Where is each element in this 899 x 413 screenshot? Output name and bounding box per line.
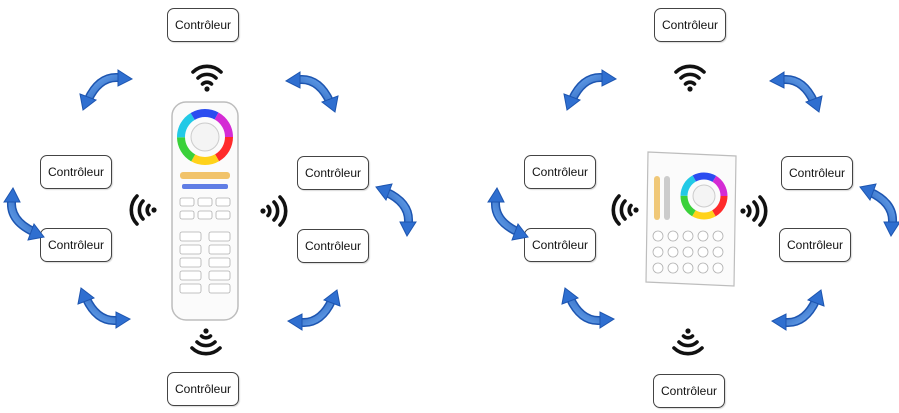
controller-box-top: Contrôleur	[654, 8, 726, 42]
curved-double-arrow-icon	[4, 186, 46, 240]
rgb-color-wheel-icon	[680, 172, 728, 220]
curved-double-arrow-icon	[286, 288, 340, 330]
controller-box-bottom: Contrôleur	[653, 374, 725, 408]
controller-box-top: Contrôleur	[167, 8, 239, 42]
controller-box-right-upper: Contrôleur	[297, 156, 369, 190]
diagram-wall-panel: Contrôleur Contrôleur Contrôleur Contrôl…	[450, 0, 899, 413]
rgb-color-wheel-icon	[177, 109, 233, 165]
wifi-signal-icon	[190, 326, 222, 356]
curved-double-arrow-icon	[562, 286, 616, 328]
controller-box-right-lower: Contrôleur	[297, 229, 369, 263]
controller-box-left-upper: Contrôleur	[524, 155, 596, 189]
wall-panel-device	[645, 151, 737, 287]
curved-double-arrow-icon	[564, 70, 618, 112]
wifi-signal-icon	[611, 194, 641, 226]
controller-box-bottom: Contrôleur	[167, 372, 239, 406]
wifi-signal-icon	[738, 195, 768, 227]
controller-box-left-lower: Contrôleur	[40, 228, 112, 262]
wifi-signal-icon	[672, 326, 704, 356]
handheld-remote-device	[171, 101, 239, 321]
curved-double-arrow-icon	[374, 184, 416, 238]
curved-double-arrow-icon	[858, 184, 899, 238]
diagram-handheld-remote: Contrôleur Contrôleur Contrôleur Contrôl…	[0, 8, 450, 406]
curved-double-arrow-icon	[488, 186, 530, 240]
controller-box-right-upper: Contrôleur	[781, 156, 853, 190]
wifi-signal-icon	[129, 194, 159, 226]
wifi-signal-icon	[258, 195, 288, 227]
wifi-signal-icon	[191, 64, 223, 94]
controller-box-left-lower: Contrôleur	[524, 228, 596, 262]
curved-double-arrow-icon	[284, 72, 338, 114]
curved-double-arrow-icon	[768, 72, 822, 114]
curved-double-arrow-icon	[770, 288, 824, 330]
curved-double-arrow-icon	[78, 286, 132, 328]
controller-box-right-lower: Contrôleur	[779, 228, 851, 262]
controller-box-left-upper: Contrôleur	[40, 155, 112, 189]
curved-double-arrow-icon	[80, 70, 134, 112]
wifi-signal-icon	[674, 64, 706, 94]
